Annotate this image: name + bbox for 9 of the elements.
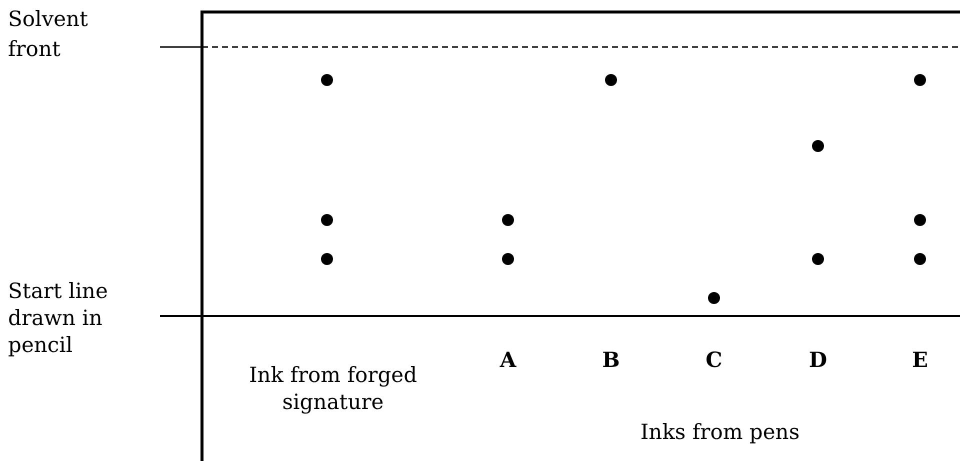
pen-label: C xyxy=(704,346,724,373)
pen-label: B xyxy=(601,346,621,373)
pen-label: E xyxy=(910,346,929,373)
pen-label: D xyxy=(808,346,828,373)
group-label: Inks from pens xyxy=(639,419,801,446)
sample-label: Ink from forged signature xyxy=(248,362,418,416)
axis-label: Solvent front xyxy=(8,6,90,63)
axis-label: Start line drawn in pencil xyxy=(8,278,109,359)
pen-label: A xyxy=(498,346,518,373)
